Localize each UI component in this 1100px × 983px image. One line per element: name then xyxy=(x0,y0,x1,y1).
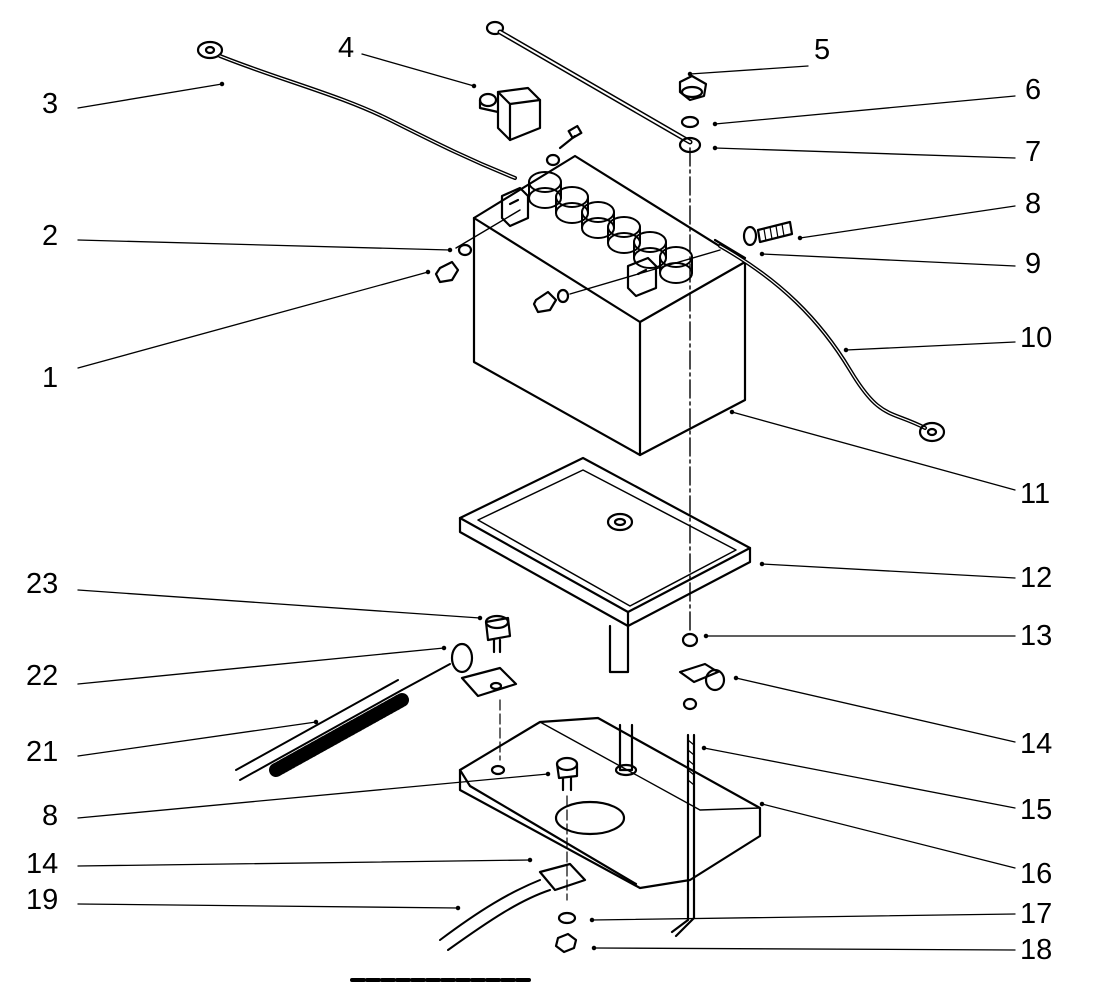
washer xyxy=(680,115,700,129)
callout-10: 10 xyxy=(1020,322,1053,354)
base-plate-bolt xyxy=(555,756,579,901)
callout-19: 19 xyxy=(26,884,59,916)
wing-nut xyxy=(678,74,708,102)
lock-washer-right xyxy=(556,288,570,304)
callout-21: 21 xyxy=(26,736,59,768)
callout-7: 7 xyxy=(1025,136,1042,168)
terminal-bolt-left xyxy=(558,124,583,150)
cable-clamp-lower xyxy=(450,642,518,698)
hold-down-strap xyxy=(485,20,702,154)
nut-bottom xyxy=(554,932,578,954)
callout-2: 2 xyxy=(42,220,59,252)
callout-14-upper: 14 xyxy=(1020,728,1053,760)
cable-clamp-bottom xyxy=(439,862,587,951)
hex-nut-left xyxy=(434,260,460,284)
callout-12: 12 xyxy=(1020,562,1053,594)
cable-clamp-upper xyxy=(678,662,726,692)
callout-17: 17 xyxy=(1020,898,1053,930)
callout-18: 18 xyxy=(1020,934,1053,966)
callout-5: 5 xyxy=(814,34,831,66)
clamp-bolt xyxy=(484,614,512,654)
callout-11: 11 xyxy=(1020,478,1051,510)
nut-left xyxy=(457,243,473,257)
callout-8-upper: 8 xyxy=(1025,188,1042,220)
callout-9: 9 xyxy=(1025,248,1042,280)
battery-cable-lower xyxy=(713,238,946,443)
terminal-boot xyxy=(478,86,542,142)
callout-4: 4 xyxy=(338,32,355,64)
callout-22: 22 xyxy=(26,660,59,692)
battery-cable-upper xyxy=(196,40,517,180)
washer-bottom xyxy=(557,911,577,925)
rod-nut-lower xyxy=(682,697,698,711)
lock-washer-left xyxy=(545,153,561,167)
callout-13: 13 xyxy=(1020,620,1053,652)
callout-23: 23 xyxy=(26,568,59,600)
callout-15: 15 xyxy=(1020,794,1053,826)
callout-3: 3 xyxy=(42,88,59,120)
j-bolt-rod xyxy=(670,733,696,938)
rod-nut-upper xyxy=(681,632,699,648)
battery-tray xyxy=(458,456,752,674)
callout-8-lower: 8 xyxy=(42,800,59,832)
callout-16: 16 xyxy=(1020,858,1053,890)
terminal-bolt-right xyxy=(742,220,794,247)
callout-14-lower: 14 xyxy=(26,848,59,880)
battery-base-plate xyxy=(458,699,762,890)
hex-nut-right xyxy=(532,290,558,314)
callout-1: 1 xyxy=(42,362,59,394)
battery xyxy=(472,154,747,457)
callout-6: 6 xyxy=(1025,74,1042,106)
protective-spring-cable xyxy=(235,663,451,781)
